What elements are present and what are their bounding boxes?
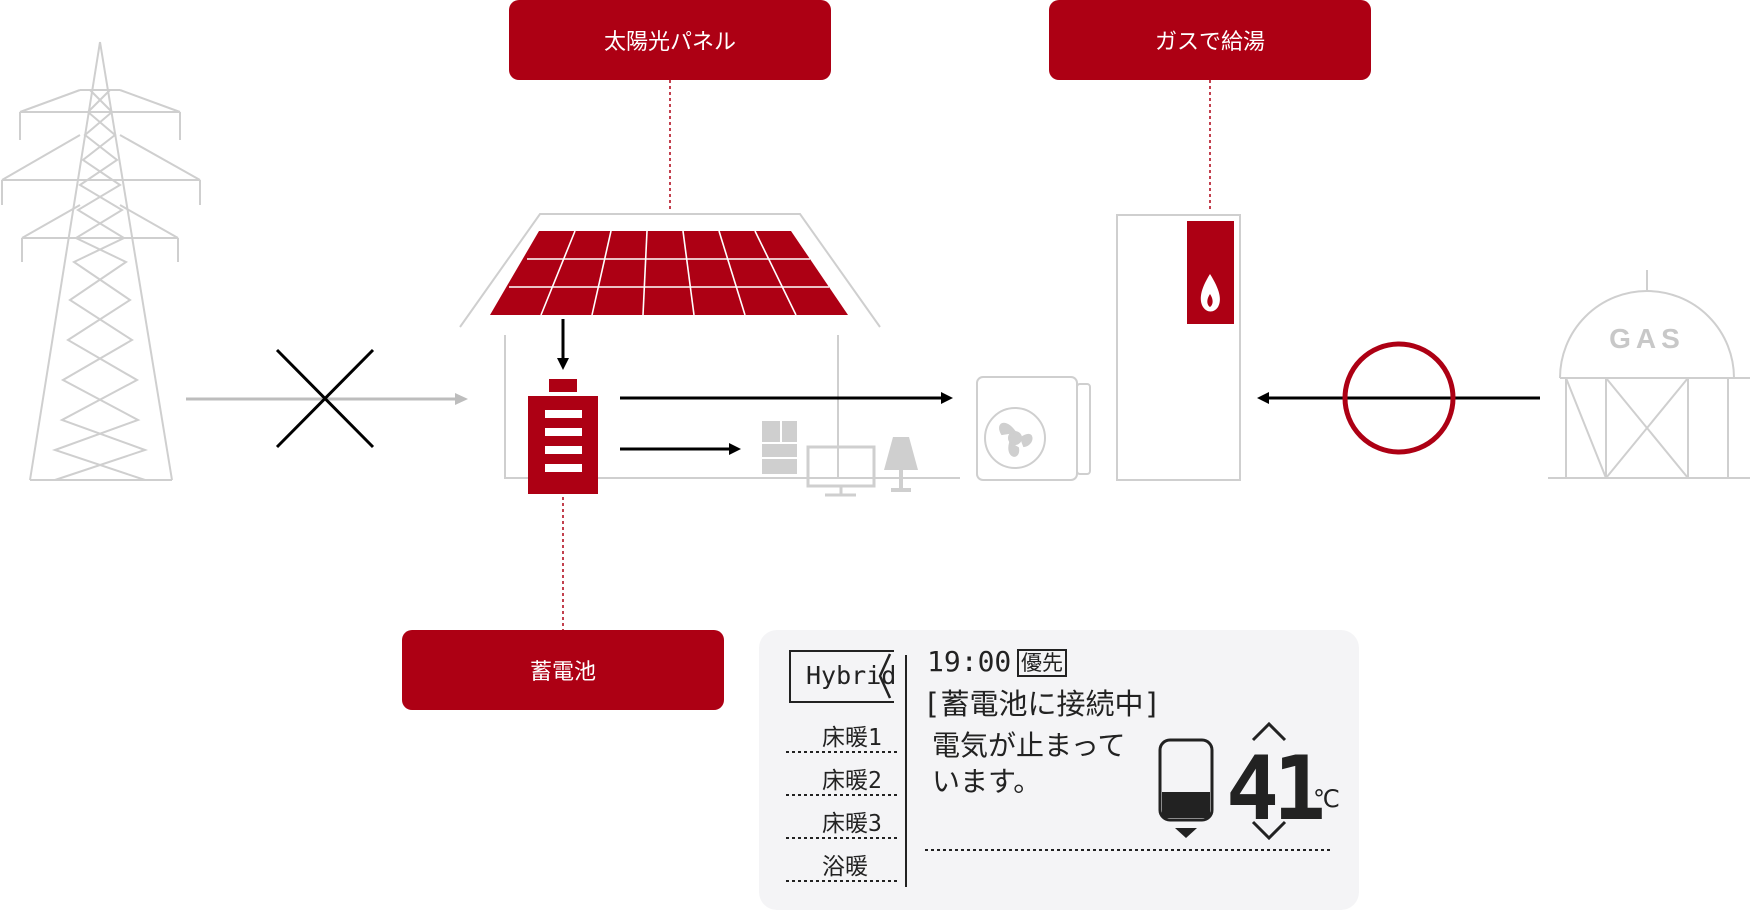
outage-message-line1: 電気が止まって: [932, 729, 1126, 762]
gas-tank-icon: [1548, 270, 1750, 479]
menu-item-bath-heat[interactable]: 浴暖: [822, 854, 868, 880]
power-tower-icon: [1, 41, 201, 481]
battery-icon: [528, 379, 598, 494]
menu-item-floor-heat-3[interactable]: 床暖3: [822, 811, 882, 837]
menu-item-floor-heat-2[interactable]: 床暖2: [822, 768, 882, 794]
gas-tank-label: GAS: [1609, 323, 1685, 354]
solar-panel-label: 太陽光パネル: [509, 0, 831, 80]
outage-message-line2: います。: [932, 765, 1042, 798]
temp-down-icon: [1251, 820, 1287, 841]
heat-pump-unit-icon: [976, 376, 1091, 481]
temperature-unit: ℃: [1313, 785, 1340, 813]
lamp-icon: [884, 437, 918, 492]
gas-water-heater-icon: [1116, 214, 1241, 481]
tv-icon: [806, 445, 876, 497]
gas-hot-water-label: ガスで給湯: [1049, 0, 1371, 80]
clock-time: 19:00: [927, 645, 1012, 678]
temperature-value: 41: [1226, 737, 1326, 840]
refrigerator-icon: [762, 421, 797, 474]
mode-hybrid-tab[interactable]: Hybrid: [806, 661, 897, 690]
solar-panel-icon: [490, 230, 848, 316]
priority-badge: 優先: [1017, 649, 1067, 677]
battery-label: 蓄電池: [402, 630, 724, 710]
grid-arrow-disconnected: [186, 348, 468, 449]
temp-up-icon: [1251, 721, 1287, 742]
menu-item-floor-heat-1[interactable]: 床暖1: [822, 725, 882, 751]
connection-status: [蓄電池に接続中]: [923, 687, 1161, 721]
gas-supply-arrow: [1257, 341, 1540, 455]
outage-message: 電気が止まって います。: [932, 728, 1125, 800]
flame-icon: [1200, 274, 1220, 312]
tank-level-icon: [1158, 738, 1214, 838]
